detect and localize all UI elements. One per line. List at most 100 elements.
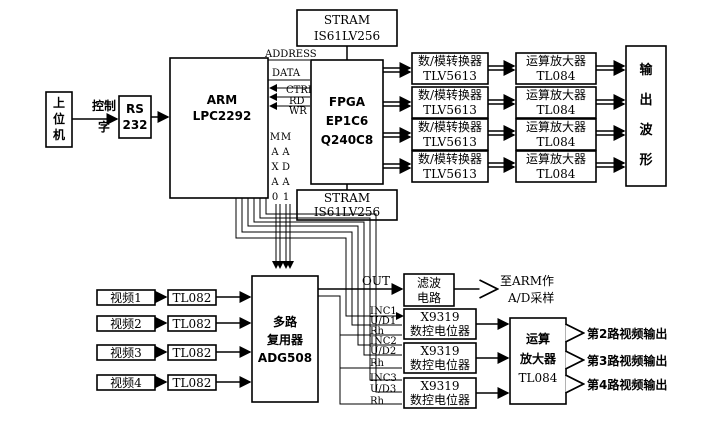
arm-label-1: ARM	[207, 93, 237, 107]
dac-amp-arrows	[488, 60, 516, 173]
arm-block: ARM LPC2292	[169, 57, 269, 199]
sram-bottom-block: STRAM IS61LV256	[296, 189, 398, 221]
digipot-1-ud-label: U/D1	[370, 316, 396, 327]
digipot-2-label-2: 数控电位器	[410, 357, 470, 372]
arm-pin-c1-2: X	[271, 162, 279, 173]
dac-1-label-1: 数/模转换器	[418, 53, 482, 68]
ctrl-word-label-2: 字	[98, 119, 110, 134]
amp-1-label-1: 运算放大器	[526, 53, 586, 68]
mux-label-3: ADG508	[258, 351, 312, 365]
dac-block-2: 数/模转换器 TLV5613	[411, 86, 489, 119]
video-1-buffer-label: TL082	[173, 291, 212, 305]
arm-pin-c2-1: A	[281, 147, 290, 158]
amp-2-label-2: TL084	[537, 103, 576, 117]
digipot-amp-arrows	[476, 318, 510, 399]
dac-1-label-2: TLV5613	[423, 69, 477, 83]
mux-label-2: 复用器	[266, 332, 304, 347]
filter-label-1: 滤波	[417, 276, 441, 290]
video-4-buffer-label: TL082	[173, 376, 212, 390]
arm-pin-c2-4: 1	[283, 192, 289, 203]
arm-label-2: LPC2292	[193, 109, 252, 123]
digipot-2-inc-label: INC2	[370, 336, 397, 347]
dac-block-3: 数/模转换器 TLV5613	[411, 118, 489, 151]
digipot-3-label-1: X9319	[420, 379, 459, 393]
amp-3-label-1: 运算放大器	[526, 119, 586, 134]
amp-4-label-2: TL084	[537, 167, 576, 181]
video-2-label: 视频2	[110, 316, 142, 331]
arm-pin-c1-4: 0	[272, 192, 278, 203]
to-arm-label-2: A/D采样	[507, 290, 554, 305]
arm-control-lines	[235, 198, 404, 393]
bus-data-label: DATA	[272, 68, 301, 79]
mux-out-label: OUT	[362, 274, 390, 288]
arm-pin-c1-1: A	[270, 147, 279, 158]
sram-bottom-label-1: STRAM	[324, 191, 370, 205]
mux-to-digipot-lines	[318, 295, 402, 405]
amp-block-1: 运算放大器 TL084	[515, 52, 597, 85]
arm-pin-c1-0: M	[270, 132, 280, 143]
arm-pin-c2-0: M	[281, 132, 291, 143]
output-video-2-label: 第2路视频输出	[587, 326, 667, 341]
arm-pin-c1-3: A	[270, 177, 279, 188]
rs232-block: RS 232	[118, 95, 152, 139]
digipot-2-rh-label: Rh	[370, 358, 385, 369]
rs232-label-2: 232	[122, 118, 147, 132]
arm-pin-c2-2: D	[282, 162, 290, 173]
digipot-3-label-2: 数控电位器	[410, 392, 470, 407]
dac-2-label-2: TLV5613	[423, 103, 477, 117]
digipot-3-rh-label: Rh	[370, 396, 385, 407]
amp-block-3: 运算放大器 TL084	[515, 118, 597, 151]
host-label-3: 机	[53, 127, 65, 142]
sram-top-label-1: STRAM	[324, 13, 370, 27]
output-wave-char-2: 出	[639, 92, 652, 108]
digipot-3-inc-label: INC3	[370, 373, 397, 384]
filter-label-2: 电路	[417, 290, 441, 305]
digipot-2-ud-label: U/D2	[370, 346, 396, 357]
final-amp-label-3: TL084	[519, 371, 558, 385]
digipot-2-label-1: X9319	[420, 344, 459, 358]
final-amp-label-1: 运算	[526, 331, 550, 346]
fpga-label-3: Q240C8	[321, 133, 373, 147]
dac-2-label-1: 数/模转换器	[418, 87, 482, 102]
digipot-1-inc-label: INC1	[370, 306, 397, 317]
bus-ctrl-label: CTRL	[286, 85, 315, 96]
digipot-1-rh-label: Rh	[370, 326, 385, 337]
bus-address-label: ADDRESS	[264, 49, 317, 60]
final-amp-label-2: 放大器	[519, 351, 557, 366]
sram-top-block: STRAM IS61LV256	[296, 9, 398, 47]
fpga-block: FPGA EP1C6 Q240C8	[310, 59, 384, 185]
video-outputs: 第2路视频输出 第3路视频输出 第4路视频输出	[566, 326, 667, 392]
fpga-label-2: EP1C6	[326, 114, 369, 128]
output-wave-char-4: 形	[639, 153, 652, 168]
video-input-1: 视频1 TL082	[96, 289, 252, 306]
video-3-label: 视频3	[110, 345, 142, 360]
output-wave-char-3: 波	[639, 122, 653, 138]
arm-pin-c2-3: A	[281, 177, 290, 188]
video-3-buffer-label: TL082	[173, 346, 212, 360]
mux-block: 多路 复用器 ADG508	[251, 275, 319, 403]
amp-4-label-1: 运算放大器	[526, 151, 586, 166]
bus-wr-label: WR	[289, 106, 307, 117]
video-input-2: 视频2 TL082	[96, 315, 252, 332]
digipot-1-label-2: 数控电位器	[410, 323, 470, 338]
amp-block-2: 运算放大器 TL084	[515, 86, 597, 119]
digipot-block-2: X9319 数控电位器 INC2 U/D2 Rh	[370, 336, 477, 374]
digipot-1-label-1: X9319	[420, 310, 459, 324]
amp-3-label-2: TL084	[537, 135, 576, 149]
host-computer-block: 上 位 机	[45, 91, 73, 148]
fpga-label-1: FPGA	[329, 95, 366, 109]
digipot-block-1: X9319 数控电位器 INC1 U/D1 Rh	[370, 306, 477, 340]
filter-block: 滤波 电路	[403, 273, 455, 307]
amp-output-arrows	[596, 60, 626, 173]
video-1-label: 视频1	[110, 290, 142, 305]
dac-4-label-1: 数/模转换器	[418, 151, 482, 166]
sram-bottom-label-2: IS61LV256	[314, 205, 380, 219]
arm-pin-labels: M A X A 0 M A D A 1	[270, 132, 291, 203]
dac-3-label-1: 数/模转换器	[418, 119, 482, 134]
host-label-2: 位	[53, 111, 65, 126]
digipot-3-ud-label: U/D3	[370, 384, 396, 395]
output-waveform-block: 输 出 波 形	[625, 45, 667, 187]
output-video-4-label: 第4路视频输出	[587, 377, 667, 392]
digipot-block-3: X9319 数控电位器 INC3 U/D3 Rh	[370, 373, 477, 409]
